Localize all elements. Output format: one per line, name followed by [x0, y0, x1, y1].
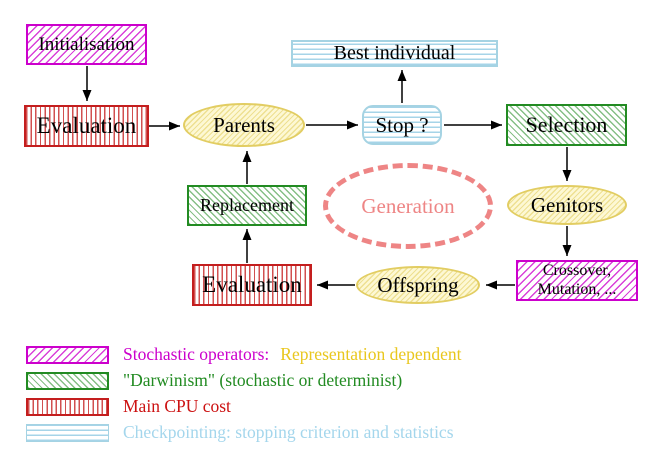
- legend-label-representation-dependent: Representation dependent: [280, 344, 462, 364]
- node-parents-label: Parents: [213, 112, 275, 137]
- legend-row-checkpointing: Checkpointing: stopping criterion and st…: [26, 422, 454, 442]
- legend-label-checkpointing: Checkpointing: stopping criterion and st…: [123, 422, 454, 442]
- legend-row-main-cpu-cost: Main CPU cost: [26, 396, 231, 416]
- node-stop-label: Stop ?: [375, 112, 429, 137]
- node-generation: Generation: [323, 163, 493, 249]
- node-mutation-label: Mutation, ...: [537, 280, 617, 298]
- node-parents: Parents: [183, 103, 305, 147]
- node-genitors-label: Genitors: [530, 192, 604, 217]
- legend-swatch-cyan-horizontal-stripes: [26, 423, 109, 442]
- node-offspring-label: Offspring: [377, 272, 459, 297]
- legend-swatch-red-vertical-stripes: [26, 397, 109, 416]
- legend-label-darwinism: "Darwinism" (stochastic or determinist): [123, 370, 403, 390]
- node-genitors: Genitors: [507, 185, 627, 225]
- node-best-individual-label: Best individual: [333, 42, 456, 64]
- node-evaluation-bottom: Evaluation: [192, 264, 312, 306]
- node-selection: Selection: [506, 104, 627, 146]
- node-offspring: Offspring: [356, 266, 480, 304]
- legend-row-stochastic-operators: Stochastic operators: Representation dep…: [26, 344, 462, 364]
- legend-row-darwinism: "Darwinism" (stochastic or determinist): [26, 370, 403, 390]
- node-crossover-label: Crossover,: [542, 262, 612, 280]
- legend-swatch-green-diagonal-hatch: [26, 371, 109, 390]
- node-initialisation-label: Initialisation: [38, 33, 135, 55]
- node-selection-label: Selection: [525, 112, 608, 138]
- node-evaluation-top-label: Evaluation: [36, 112, 137, 138]
- legend-label-main-cpu-cost: Main CPU cost: [123, 396, 231, 416]
- legend-label-stochastic-operators: Stochastic operators:: [123, 344, 270, 364]
- node-initialisation: Initialisation: [26, 24, 147, 65]
- node-stop: Stop ?: [362, 105, 442, 145]
- node-evaluation-bottom-label: Evaluation: [202, 271, 302, 297]
- node-generation-label: Generation: [361, 193, 455, 218]
- node-evaluation-top: Evaluation: [24, 105, 149, 147]
- node-replacement-label: Replacement: [200, 195, 294, 216]
- node-best-individual: Best individual: [291, 40, 498, 67]
- node-replacement: Replacement: [187, 185, 307, 226]
- node-crossover-mutation: Crossover, Mutation, ...: [516, 260, 638, 301]
- legend-swatch-magenta-diagonal-hatch: [26, 345, 109, 364]
